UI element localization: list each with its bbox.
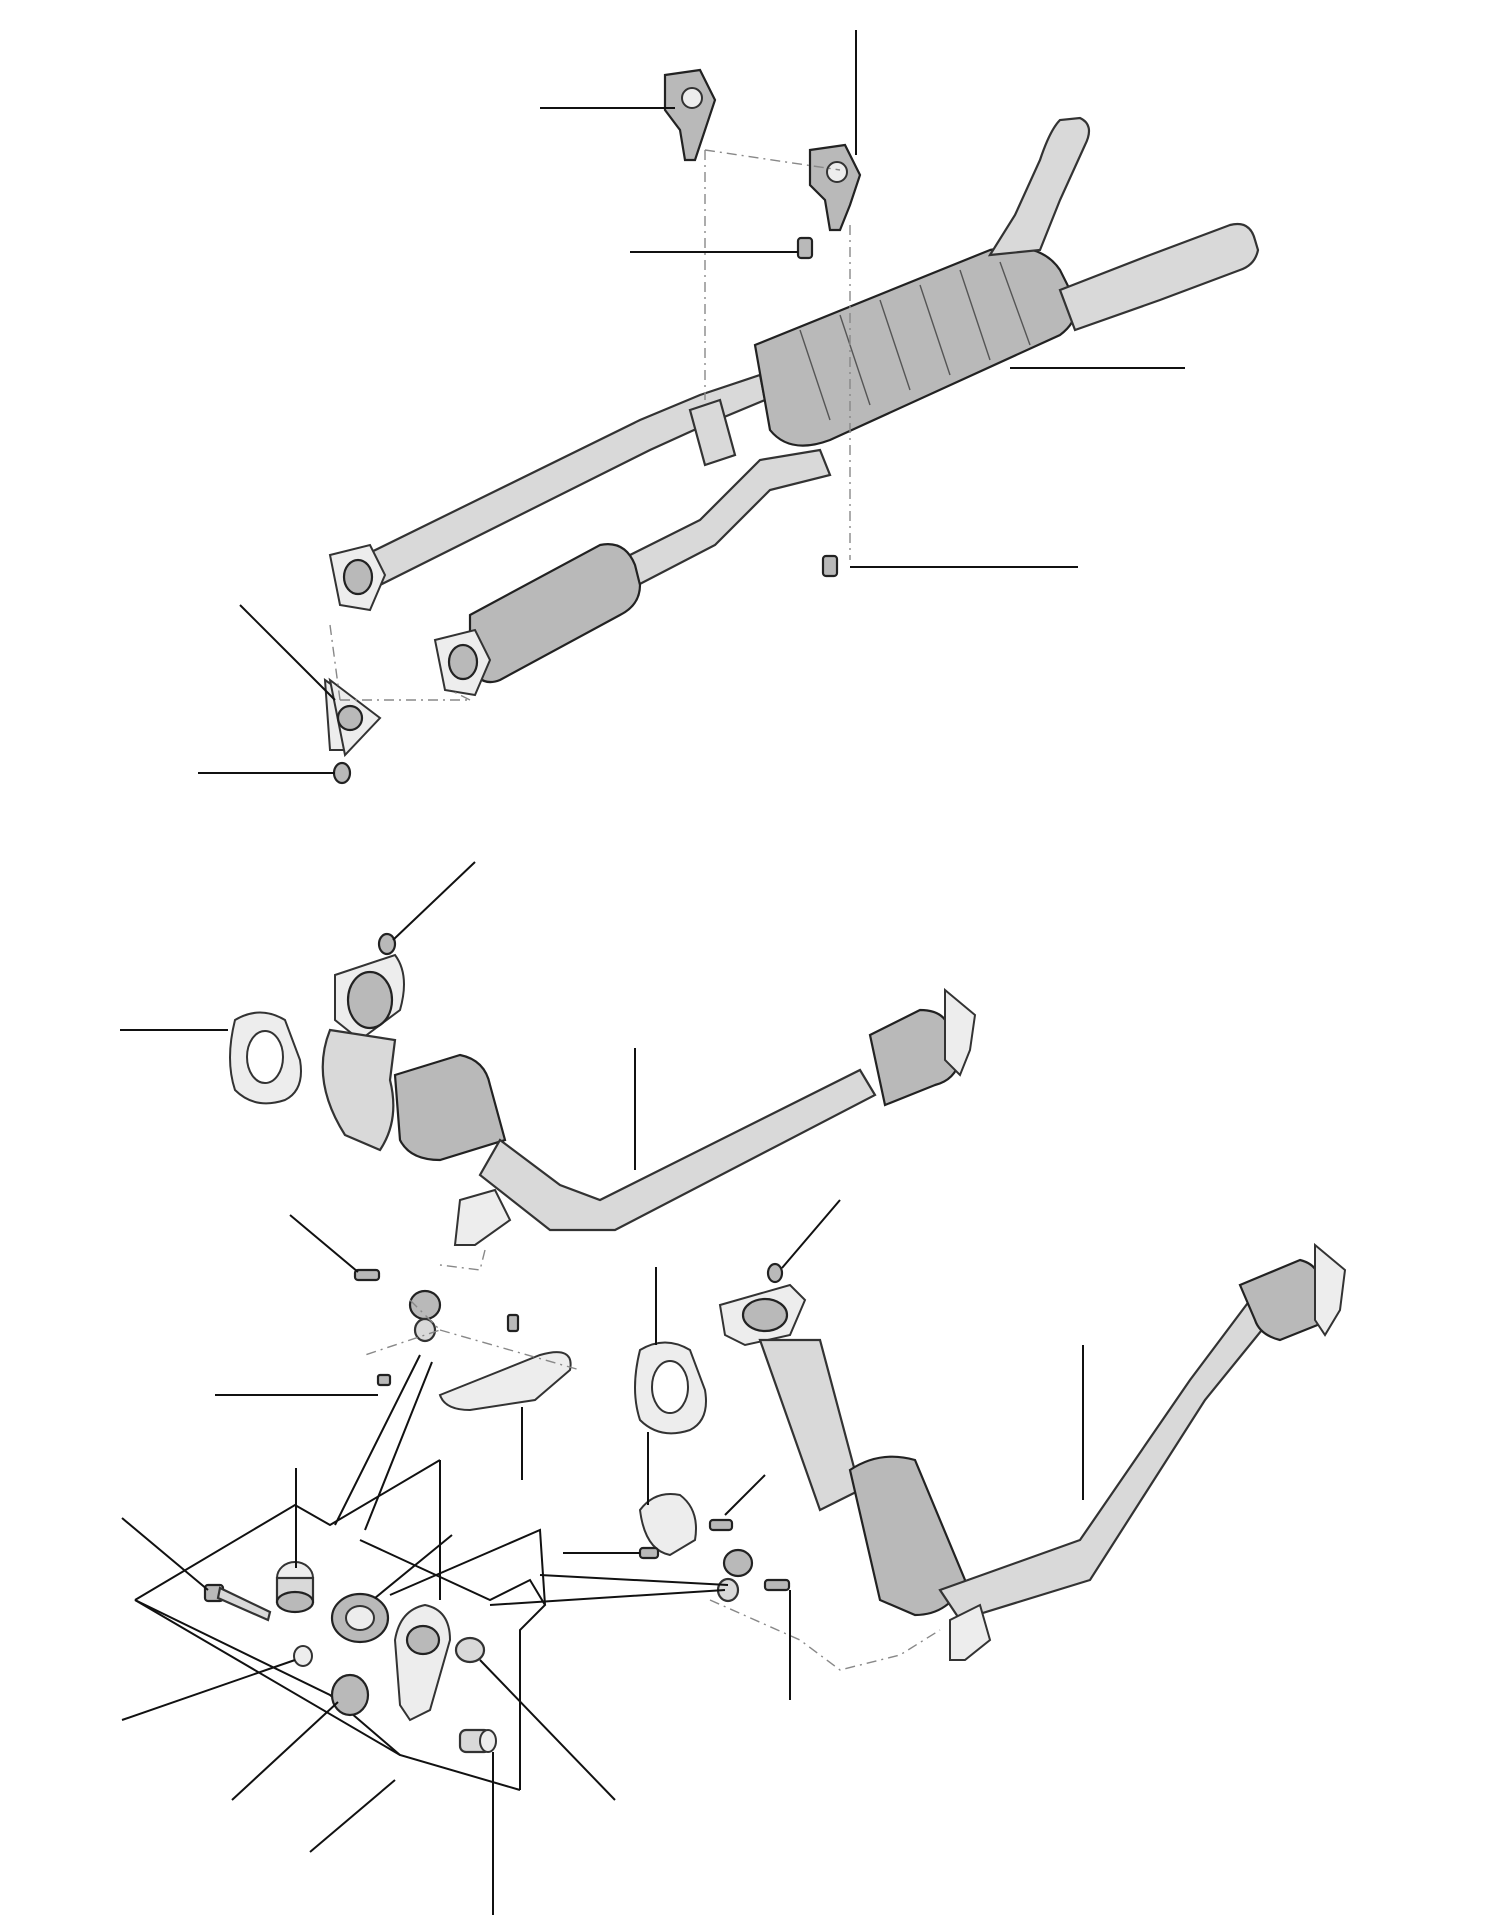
rear-outlet-upper: [987, 116, 1091, 257]
downpipe-left-bracket: [453, 1188, 512, 1246]
mid-silencer: [753, 246, 1078, 447]
upper-alignment-lines: [329, 149, 851, 701]
leader-kit-washer: [121, 1659, 296, 1721]
lower-leader-lines: [120, 861, 1084, 1915]
kit-bracket: [393, 1603, 452, 1722]
mount-isolator-left: [408, 1289, 442, 1343]
leader-mount-bolt-upper: [289, 1214, 359, 1273]
downpipe-right-gasket: [634, 1341, 707, 1435]
downpipe-right-nut: [766, 1262, 784, 1284]
downpipe-right-bend: [758, 1338, 862, 1512]
downpipe-right-bracket: [949, 1603, 992, 1661]
leader-downpipe-right-nut: [781, 1199, 841, 1269]
leader-gasket: [239, 604, 336, 701]
catalyst-left: [393, 1053, 507, 1162]
kit-sleeve: [275, 1561, 315, 1614]
hanger-bolt: [796, 236, 814, 260]
downpipe-left-bend: [321, 1028, 397, 1152]
hanger-rubber-left: [663, 68, 717, 162]
flange-right-bore: [447, 643, 479, 681]
leader-kit-spacer: [479, 1659, 616, 1801]
leader-downpipe-left-nut: [392, 861, 476, 941]
leader-kit-to-right-isolator: [489, 1574, 729, 1606]
downpipe-left-main: [478, 1068, 877, 1232]
mount-bolt-small: [506, 1313, 520, 1333]
mount-bolt-upper: [353, 1268, 381, 1282]
silencer-ribs: [799, 261, 1031, 421]
mount-bolt-right: [763, 1578, 791, 1592]
flange-left-bore: [342, 558, 374, 596]
mount-isolator-right: [716, 1548, 754, 1603]
mount-bracket-left: [438, 1351, 572, 1412]
mount-bolt-right-small: [638, 1546, 660, 1560]
silencer-bolt: [821, 554, 839, 578]
heat-shield-plate: [638, 1493, 697, 1557]
downpipe-left-gasket: [229, 1011, 302, 1105]
kit-bush-large: [330, 1592, 390, 1644]
front-downpipe-right: [718, 1242, 1347, 1661]
flange-nut: [332, 761, 352, 785]
upper-leader-lines: [198, 30, 1185, 774]
downpipe-right-rear-flange: [1314, 1242, 1347, 1337]
mount-bolt-lower: [376, 1373, 392, 1387]
mount-kit-outline: [134, 1459, 547, 1791]
leader-kit-long-bolt: [121, 1517, 209, 1591]
leader-heat-shield-bolt: [724, 1474, 766, 1516]
leader-kit-to-isolator: [334, 1354, 433, 1531]
heat-shield-bolt: [708, 1518, 734, 1532]
kit-long-bolt: [203, 1583, 272, 1622]
leader-kit-bush-large: [374, 1534, 453, 1599]
resonator-can: [468, 543, 642, 684]
intermediate-pipe-assembly: [328, 116, 1260, 697]
flange-gasket: [323, 677, 382, 758]
kit-spacer: [454, 1636, 486, 1664]
kit-washer: [293, 1645, 313, 1667]
leader-kit-bush-small: [231, 1701, 339, 1801]
crossover-tube: [688, 398, 737, 467]
leader-kit-bracket: [309, 1779, 396, 1853]
lower-right-alignment: [709, 1599, 941, 1671]
rear-outlet-lower: [1058, 222, 1260, 332]
kit-flanged-bolt: [458, 1728, 497, 1754]
downpipe-left-nut: [377, 932, 397, 956]
downpipe-right-main: [938, 1298, 1272, 1622]
downpipe-left-rear-flange: [944, 987, 977, 1077]
front-downpipe-left: [321, 953, 977, 1246]
hanger-rubber-right: [808, 143, 862, 232]
lower-left-alignment: [364, 1249, 581, 1371]
kit-bush-small: [330, 1673, 370, 1717]
